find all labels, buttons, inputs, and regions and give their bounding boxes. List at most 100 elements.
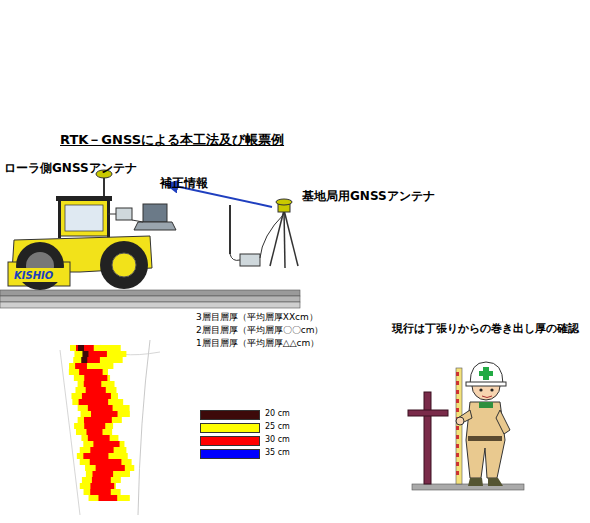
roller — [16, 242, 64, 290]
worker-scene — [412, 484, 524, 490]
worker-scene — [466, 382, 506, 386]
map-cell — [92, 471, 113, 477]
worker-scene — [479, 388, 482, 391]
map-cell — [86, 471, 130, 477]
base-station — [230, 199, 298, 268]
map-cell — [113, 357, 121, 363]
antenna-label: ローラ側GNSSアンテナ — [4, 162, 137, 176]
legend-text: 25 cm — [265, 422, 290, 431]
roller — [112, 253, 136, 277]
title: RTK－GNSSによる本工法及び帳票例 — [60, 133, 284, 148]
rod-mark — [456, 444, 459, 448]
map-cell — [78, 417, 122, 423]
map-cell — [78, 345, 84, 351]
pavement-layers — [0, 290, 300, 308]
rod-mark — [456, 453, 459, 457]
rod-mark — [456, 381, 459, 385]
map-cell — [88, 405, 113, 411]
map-cell — [75, 363, 87, 369]
worker-scene — [470, 362, 503, 384]
base-station — [284, 210, 298, 266]
map-cell — [84, 423, 105, 429]
map-cell — [84, 489, 121, 495]
map-cell — [84, 375, 107, 381]
pavement-layers — [0, 296, 300, 302]
thickness-map — [60, 340, 160, 515]
base-station — [240, 254, 260, 266]
worker-scene — [424, 392, 431, 484]
current-method-note: 現行は丁張りからの巻き出し厚の確認 — [392, 323, 579, 336]
layer-note: 2層目層厚（平均層厚〇〇cm） — [196, 325, 323, 335]
rod-mark — [456, 471, 459, 475]
map-cell — [84, 417, 112, 423]
map-cell — [90, 489, 111, 495]
maker-mark: KISHIO — [14, 270, 53, 282]
map-cell — [93, 441, 119, 447]
worker-scene — [408, 410, 448, 416]
map-cell — [92, 477, 112, 483]
worker-scene — [490, 388, 493, 391]
map-cell — [116, 447, 124, 453]
worker-scene — [496, 410, 510, 434]
thickness-map — [138, 340, 150, 515]
base-station — [284, 210, 285, 268]
layer-note: 1層目層厚（平均層厚△△cm） — [196, 338, 319, 348]
worker-scene — [468, 478, 503, 486]
map-cell — [111, 477, 119, 483]
worker-scene — [468, 436, 502, 441]
map-cell — [91, 411, 118, 417]
layer-note: 3層目層厚（平均層厚XXcm） — [196, 312, 318, 322]
map-cell — [81, 357, 87, 363]
legend-swatch — [200, 410, 260, 420]
legend-swatch — [200, 436, 260, 446]
roller — [58, 200, 61, 238]
map-cell — [106, 387, 114, 393]
worker-scene — [479, 367, 493, 380]
map-cell — [85, 465, 134, 471]
rod-mark — [456, 399, 459, 403]
pavement-layers — [0, 290, 300, 296]
map-cell — [90, 447, 113, 453]
map-cell — [89, 495, 130, 501]
map-cell — [80, 483, 116, 489]
map-cell — [83, 441, 124, 447]
roller — [116, 208, 132, 220]
map-cell — [88, 435, 110, 441]
roller — [60, 200, 108, 236]
base-station — [230, 254, 240, 260]
base-station — [276, 199, 292, 205]
roller — [108, 214, 116, 215]
antenna-label: 基地局用GNSSアンテナ — [302, 190, 435, 204]
map-cell — [82, 351, 88, 357]
map-cell — [73, 357, 122, 363]
map-cell — [77, 453, 128, 459]
map-cell — [69, 369, 108, 375]
rod-mark — [456, 426, 459, 430]
map-cell — [69, 363, 113, 369]
map-cell — [74, 351, 126, 357]
roller — [12, 268, 68, 282]
map-cell — [83, 453, 108, 459]
map-cell — [72, 399, 123, 405]
laptop — [132, 204, 176, 230]
map-cell — [76, 345, 94, 351]
laptop — [134, 222, 176, 230]
map-cell — [71, 393, 117, 399]
worker-scene — [456, 368, 462, 484]
base-station — [270, 210, 284, 266]
roller — [100, 241, 148, 289]
map-cell — [80, 447, 127, 453]
map-cell — [98, 495, 117, 501]
rod-mark — [456, 462, 459, 466]
rod-mark — [456, 372, 459, 376]
map-cell — [79, 399, 109, 405]
map-cell — [74, 375, 110, 381]
map-cell — [86, 387, 106, 393]
legend-text: 20 cm — [265, 409, 290, 418]
legend-swatch — [200, 449, 260, 459]
map-cell — [74, 423, 113, 429]
roller — [8, 170, 152, 290]
map-cell — [70, 345, 121, 351]
base-station — [229, 205, 231, 254]
